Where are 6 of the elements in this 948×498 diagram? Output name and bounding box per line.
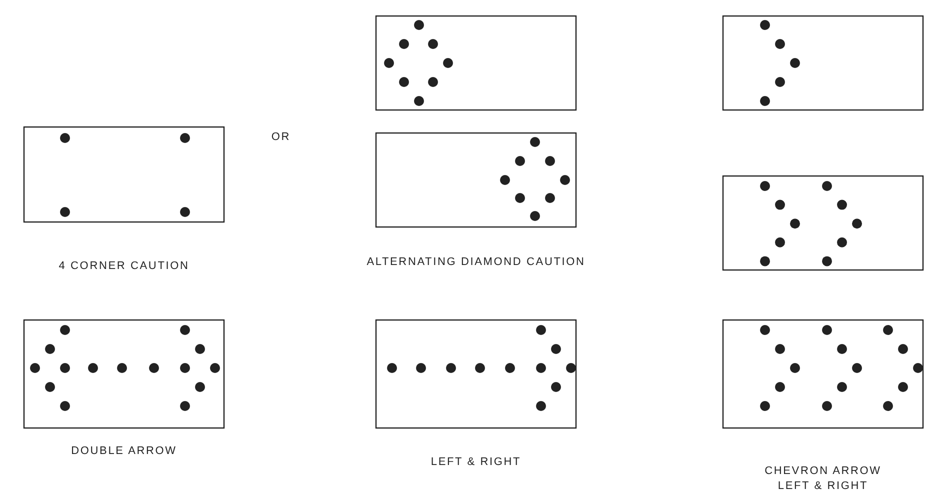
pattern-caption: ALTERNATING DIAMOND CAUTION <box>366 255 586 270</box>
pattern-caption: CHEVRON ARROW LEFT & RIGHT <box>764 464 882 494</box>
pattern-caption: LEFT & RIGHT <box>430 455 522 470</box>
pattern-caption: DOUBLE ARROW <box>70 444 178 459</box>
pattern-caption: 4 CORNER CAUTION <box>58 259 190 274</box>
pattern-caption: OR <box>270 130 292 145</box>
